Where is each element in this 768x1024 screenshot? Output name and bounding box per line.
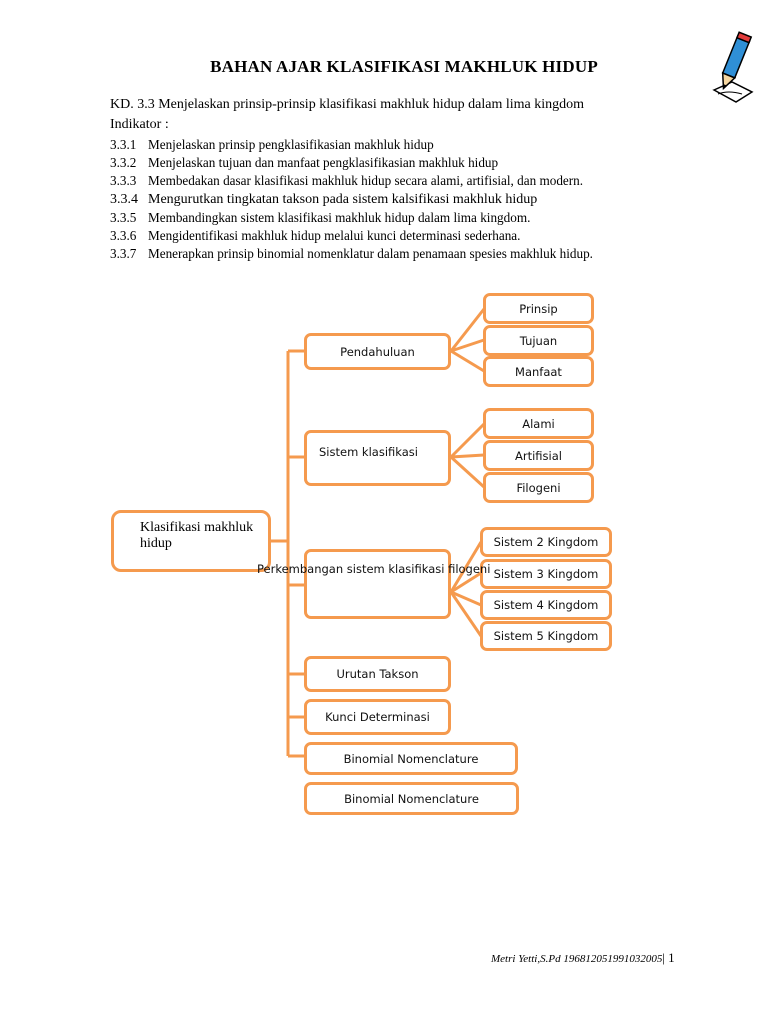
pencil-writing-icon bbox=[712, 31, 754, 103]
page-footer: Metri Yetti,S.Pd 196812051991032005| 1 bbox=[491, 950, 675, 966]
node-kunci-determinasi: Kunci Determinasi bbox=[304, 699, 451, 735]
node-alami: Alami bbox=[483, 408, 594, 439]
page-title: BAHAN AJAR KLASIFIKASI MAKHLUK HIDUP bbox=[210, 57, 598, 76]
node-urutan-takson: Urutan Takson bbox=[304, 656, 451, 692]
node-sistem-4-kingdom: Sistem 4 Kingdom bbox=[480, 590, 612, 620]
node-filogeni: Filogeni bbox=[483, 472, 594, 503]
node-binomial-nomenclature-duplicate: Binomial Nomenclature bbox=[304, 782, 519, 815]
node-perkembangan bbox=[304, 549, 451, 619]
node-sistem-5-kingdom: Sistem 5 Kingdom bbox=[480, 621, 612, 651]
footer-author: Metri Yetti,S.Pd 196812051991032005 bbox=[491, 953, 663, 965]
node-sistem-klasifikasi: Sistem klasifikasi bbox=[304, 430, 451, 486]
perkembangan-label: Perkembangan sistem klasifikasi filogeni bbox=[257, 562, 491, 576]
root-node: Klasifikasi makhluk hidup bbox=[111, 510, 271, 572]
node-binomial-nomenclature: Binomial Nomenclature bbox=[304, 742, 518, 775]
node-sistem-2-kingdom: Sistem 2 Kingdom bbox=[480, 527, 612, 557]
indikator-label: Indikator : bbox=[110, 117, 169, 132]
node-tujuan: Tujuan bbox=[483, 325, 594, 356]
kompetensi-dasar: KD. 3.3 Menjelaskan prinsip-prinsip klas… bbox=[110, 97, 584, 112]
node-manfaat: Manfaat bbox=[483, 356, 594, 387]
node-artifisial: Artifisial bbox=[483, 440, 594, 471]
node-sistem-3-kingdom: Sistem 3 Kingdom bbox=[480, 559, 612, 589]
page-number: | 1 bbox=[662, 950, 675, 965]
node-pendahuluan: Pendahuluan bbox=[304, 333, 451, 370]
node-prinsip: Prinsip bbox=[483, 293, 594, 324]
